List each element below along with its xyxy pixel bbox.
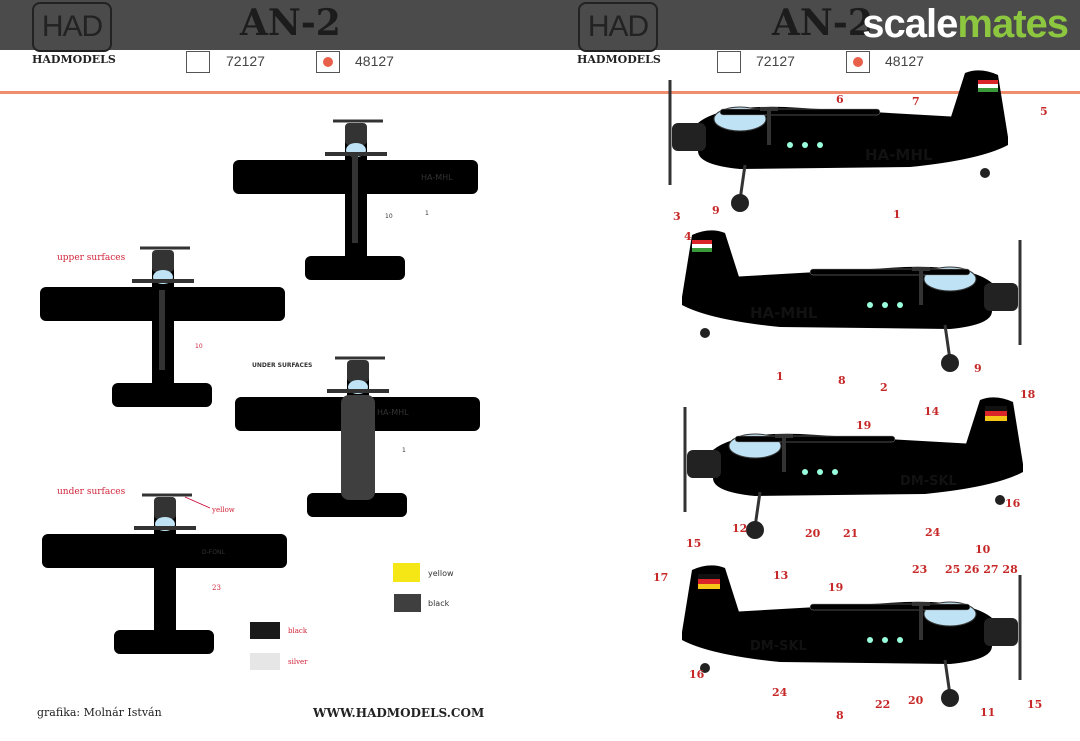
under-view-yellow: HA-MHL: [233, 356, 482, 519]
side-view-1: HA-MHL: [668, 68, 1010, 214]
side-view-3-callouts: 18 14 19 16 15 12 20 21 24: [686, 388, 1036, 550]
scale-label-48: 48127: [355, 53, 394, 69]
svg-text:9: 9: [974, 362, 982, 375]
svg-text:HA-MHL: HA-MHL: [865, 146, 933, 164]
registration-v2: HA-MHL: [750, 304, 818, 322]
had-logo: HAD: [32, 2, 112, 52]
legend-silver: silver: [288, 658, 308, 666]
swatch-yellow: [393, 563, 420, 582]
svg-text:7: 7: [912, 95, 920, 108]
svg-text:16: 16: [1005, 497, 1021, 510]
svg-text:19: 19: [828, 581, 843, 594]
upper-surfaces-label: upper surfaces: [57, 253, 126, 263]
svg-text:DM-SKL: DM-SKL: [900, 474, 957, 489]
swatch-black: [250, 622, 280, 639]
svg-text:5: 5: [1040, 105, 1048, 118]
svg-text:15: 15: [1027, 698, 1042, 711]
svg-text:13: 13: [773, 569, 788, 582]
callout-1-under: 1: [402, 447, 406, 454]
callout-10-silver: 10: [195, 343, 203, 350]
callout-23: 23: [212, 584, 221, 592]
svg-text:18: 18: [1020, 388, 1036, 401]
svg-text:24: 24: [772, 686, 788, 699]
svg-text:4: 4: [684, 230, 692, 243]
scalemates-watermark: scalemates: [862, 2, 1069, 46]
svg-text:22: 22: [875, 698, 890, 711]
svg-text:11: 11: [980, 706, 995, 719]
svg-text:20: 20: [805, 527, 821, 540]
brand-label: HADMODELS: [32, 53, 116, 66]
callout-1: 1: [425, 210, 429, 217]
under-view-silver: D-FONL: [40, 493, 289, 656]
svg-text:3: 3: [673, 210, 681, 223]
svg-text:HA-MHL: HA-MHL: [421, 173, 453, 182]
legend-black: black: [428, 599, 450, 608]
svg-text:21: 21: [843, 527, 858, 540]
brand-label-right: HADMODELS: [577, 53, 661, 66]
scale-checkbox-72-right[interactable]: [717, 51, 741, 73]
svg-text:24: 24: [925, 526, 941, 539]
side-view-2-callouts: 4 1 8 2 9: [684, 230, 982, 394]
under-surfaces-caps: UNDER SURFACES: [252, 362, 312, 369]
page-title: AN-2: [240, 2, 341, 44]
scale-checkbox-48[interactable]: [316, 51, 340, 73]
svg-text:2: 2: [880, 381, 888, 394]
page-title-right: AN-2: [772, 2, 873, 44]
svg-text:1: 1: [776, 370, 784, 383]
svg-text:19: 19: [856, 419, 871, 432]
svg-text:16: 16: [689, 668, 705, 681]
svg-text:9: 9: [712, 204, 720, 217]
side-view-1-callouts: 6 7 5 3 9 1: [673, 93, 1048, 223]
svg-text:14: 14: [924, 405, 940, 418]
svg-text:HA-MHL: HA-MHL: [377, 408, 409, 417]
svg-text:8: 8: [838, 374, 846, 387]
swatch-silver: [250, 653, 280, 670]
scale-label-72-right: 72127: [756, 53, 795, 69]
website-link[interactable]: WWW.HADMODELS.COM: [313, 706, 485, 720]
scale-label-72: 72127: [226, 53, 265, 69]
swatch-dark-grey: [394, 594, 421, 612]
svg-text:17: 17: [653, 571, 668, 584]
svg-text:1: 1: [893, 208, 901, 221]
scale-label-48-right: 48127: [885, 53, 924, 69]
top-view-silver-upper: [38, 246, 287, 409]
svg-text:8: 8: [836, 709, 844, 722]
scale-checkbox-72[interactable]: [186, 51, 210, 73]
under-surfaces-label: under surfaces: [57, 487, 126, 497]
legend-black-red: black: [288, 627, 308, 635]
side-view-4-callouts: 17 13 19 16 24 8 22 20 11 15: [653, 569, 1042, 722]
svg-text:25 26 27 28: 25 26 27 28: [945, 563, 1018, 576]
svg-text:D-FONL: D-FONL: [202, 549, 225, 556]
top-view-yellow-upper: HA-MHL: [231, 119, 480, 282]
misc-callouts: 10 23 25 26 27 28: [912, 543, 1018, 576]
had-logo-right: HAD: [578, 2, 658, 52]
yellow-note: yellow: [211, 506, 235, 514]
svg-text:12: 12: [732, 522, 747, 535]
svg-text:10: 10: [975, 543, 991, 556]
scale-checkbox-48-right[interactable]: [846, 51, 870, 73]
credit-text: grafika: Molnár István: [37, 706, 162, 719]
legend-yellow: yellow: [428, 569, 454, 578]
svg-text:23: 23: [912, 563, 927, 576]
svg-text:20: 20: [908, 694, 924, 707]
divider-line: [0, 91, 1080, 94]
svg-text:15: 15: [686, 537, 701, 550]
header-bar: HAD AN-2 HAD AN-2 scalemates: [0, 0, 1080, 52]
callout-10: 10: [385, 213, 393, 220]
side-view-4: [680, 563, 1022, 709]
svg-text:6: 6: [836, 93, 844, 106]
side-view-2: [680, 228, 1022, 374]
registration-v4: DM-SKL: [750, 639, 807, 654]
side-view-3: DM-SKL: [683, 395, 1025, 541]
